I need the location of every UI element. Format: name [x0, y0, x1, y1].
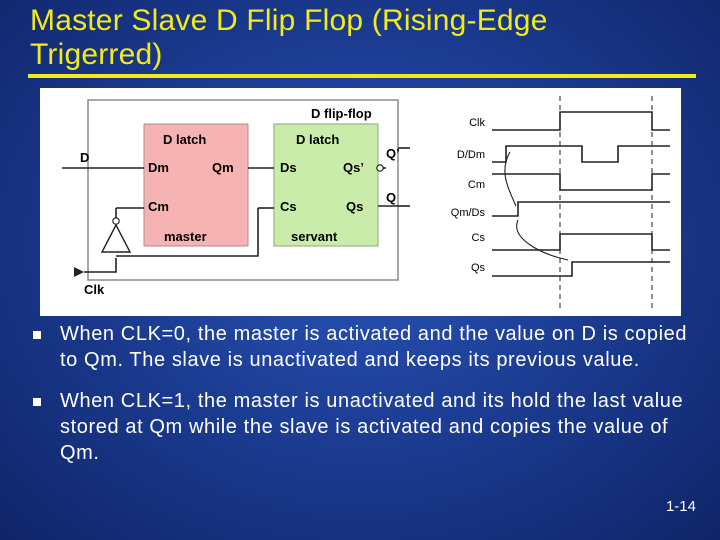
timing-label-cm: Cm: [468, 179, 485, 191]
clock-inverter: [100, 223, 132, 253]
bullet-item: When CLK=0, the master is activated and …: [28, 322, 698, 373]
timing-label-clk: Clk: [469, 117, 485, 129]
slave-label-qsbar: Qs’: [343, 160, 364, 175]
qs-wave: [492, 261, 670, 277]
timing-label-cs: Cs: [472, 232, 486, 244]
flipflop-figure: D flip-flop D latch Dm Qm Cm master D la…: [40, 88, 681, 316]
cm-wave: [492, 173, 670, 191]
bullet-marker: [33, 331, 41, 339]
output-qbar-label: Q’: [386, 146, 400, 161]
inverter-bubble: [112, 217, 120, 225]
clk-wave: [492, 111, 670, 131]
timing-labels: Clk D/Dm Cm Qm/Ds Cs Qs: [451, 117, 486, 274]
output-q-label: Q: [386, 190, 396, 205]
slave-label-name: servant: [291, 229, 338, 244]
title-line-1: Master Slave D Flip Flop (Rising-Edge: [30, 4, 548, 37]
flipflop-diagram: D flip-flop D latch Dm Qm Cm master D la…: [62, 96, 670, 310]
master-label-name: master: [164, 229, 207, 244]
d-wave: [492, 145, 670, 163]
title-underline: [28, 74, 696, 78]
qm-wave: [492, 201, 670, 217]
clock-input-arrow: [74, 267, 84, 277]
timing-markers: [559, 96, 653, 310]
bullet-marker: [33, 398, 41, 406]
bullet-list: When CLK=0, the master is activated and …: [28, 322, 698, 482]
slave-qbar-bubble: [376, 164, 384, 172]
timing-label-qm: Qm/Ds: [451, 207, 486, 219]
slave-label-ds: Ds: [280, 160, 297, 175]
bullet-text: When CLK=1, the master is unactivated an…: [60, 390, 684, 464]
bullet-item: When CLK=1, the master is unactivated an…: [28, 389, 698, 466]
timing-waveforms: [492, 111, 670, 277]
slave-label-qs: Qs: [346, 199, 363, 214]
input-d-label: D: [80, 150, 89, 165]
flipflop-title: D flip-flop: [311, 106, 372, 121]
master-latch-box: [143, 123, 249, 247]
timing-label-qs: Qs: [471, 262, 486, 274]
page-number: 1-14: [665, 498, 696, 515]
causality-arrows: [504, 151, 569, 261]
timing-label-d: D/Dm: [457, 149, 485, 161]
slide-title: Master Slave D Flip Flop (Rising-Edge Tr…: [30, 4, 696, 72]
slave-latch-box: [273, 123, 379, 247]
cs-wave: [492, 233, 670, 251]
master-label-cm: Cm: [148, 199, 169, 214]
title-line-2: Trigerred): [30, 38, 163, 71]
slave-latch-title: D latch: [296, 132, 339, 147]
slave-label-cs: Cs: [280, 199, 297, 214]
master-latch-title: D latch: [163, 132, 206, 147]
master-label-dm: Dm: [148, 160, 169, 175]
clock-input-label: Clk: [84, 282, 105, 297]
master-label-qm: Qm: [212, 160, 234, 175]
circuit-wires: [62, 147, 410, 273]
bullet-text: When CLK=0, the master is activated and …: [60, 323, 688, 371]
